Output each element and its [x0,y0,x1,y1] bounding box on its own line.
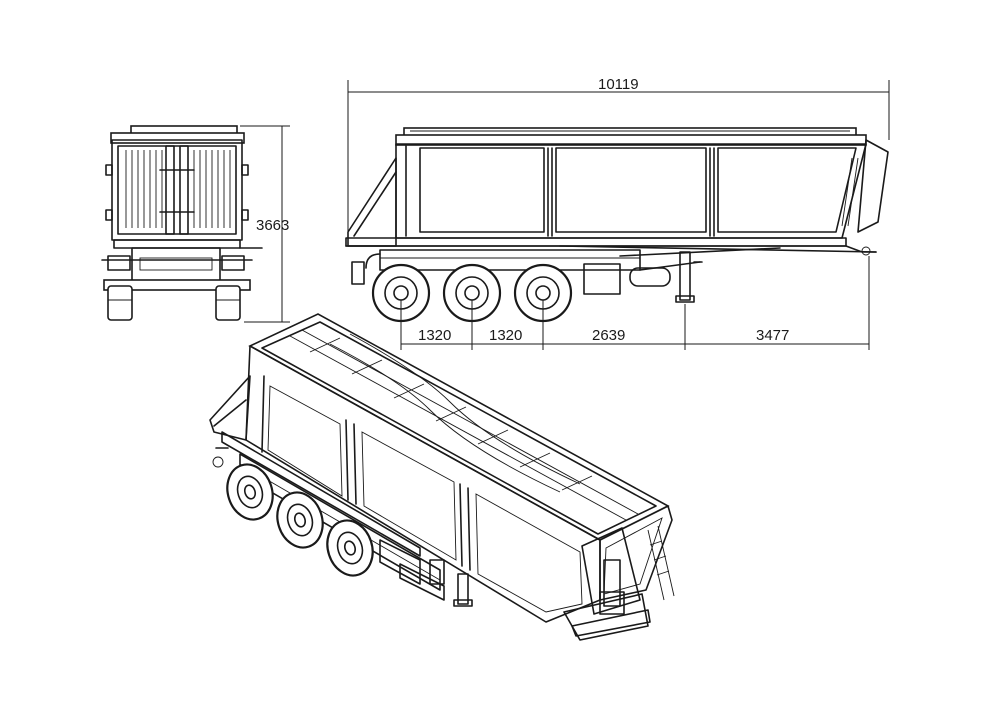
axle-spacing-2-label: 1320 [489,327,522,344]
isometric-view [209,313,675,641]
axle-spacing-1-label: 1320 [418,327,451,344]
length-dimension-label: 10119 [598,76,639,93]
length-dimension: 10119 [347,76,890,236]
rear-view [101,125,263,321]
wheel [276,491,324,549]
wheel [513,263,573,323]
side-view [345,127,889,303]
wheel [226,463,274,521]
leg-to-front-label: 3477 [756,327,789,344]
wheel [326,519,374,577]
height-dimension-label: 3663 [256,217,289,234]
axle-to-leg-label: 2639 [592,327,625,344]
height-dimension: 3663 [240,125,290,323]
side-view-wheels [371,263,573,323]
axle-dimension-chain: 1320 1320 2639 3477 [400,256,870,350]
isometric-wheels [226,463,374,577]
